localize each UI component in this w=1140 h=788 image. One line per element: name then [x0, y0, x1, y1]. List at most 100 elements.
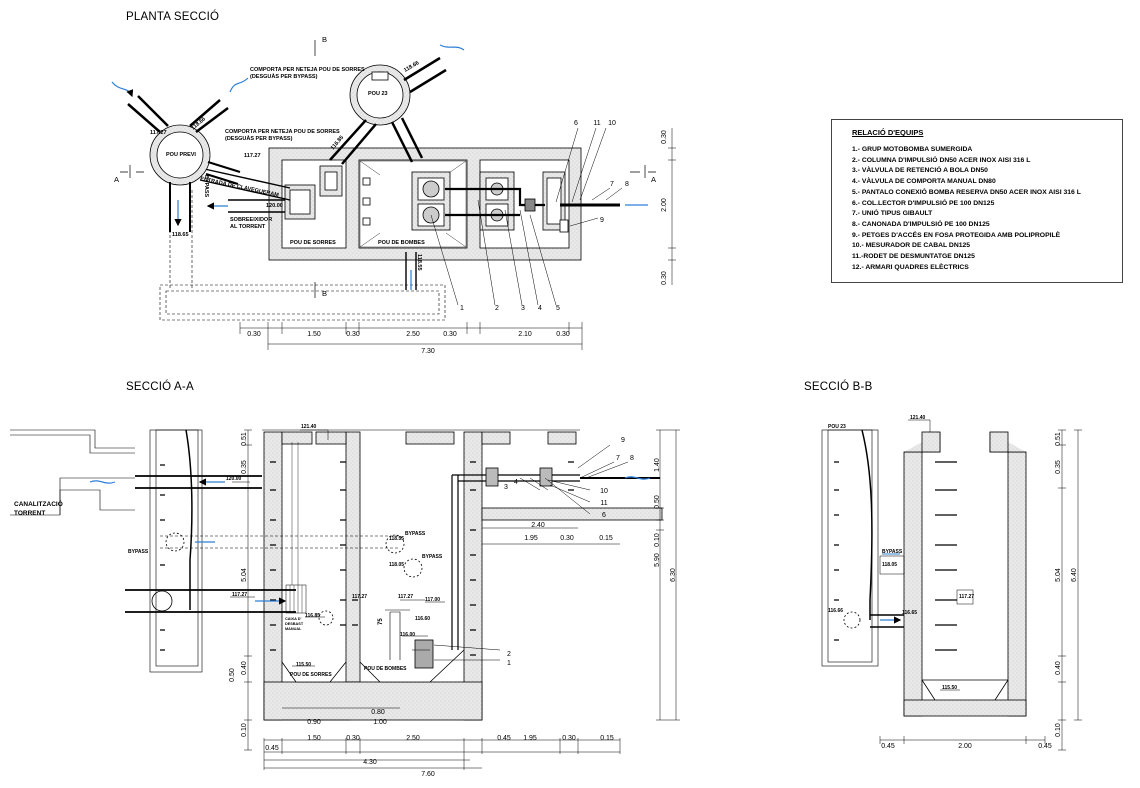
sec-b-dim: 0.45: [1038, 743, 1052, 750]
plan-callout: 8: [625, 181, 629, 188]
sec-a-level: 115.50: [296, 662, 311, 668]
sec-a-canalitzacio: CANALITZACIÓ: [14, 499, 63, 508]
sec-a-level: 120.00: [226, 476, 242, 482]
sec-a-caixa: DESBAST: [285, 622, 304, 626]
sec-b-dim: 6.40: [1071, 568, 1078, 582]
sec-a-dim: 1.95: [523, 735, 537, 742]
plan-label-comporta1: COMPORTA PER NETEJA POU DE SORRES: [250, 67, 365, 73]
sec-a-dim: 0.15: [599, 535, 613, 542]
sec-a-dim: 2.40: [531, 522, 545, 529]
sec-a-bypass: BYPASS: [422, 554, 443, 560]
section-marker-a: A: [114, 175, 119, 184]
legend-item: 3.- VÀLVULA DE RETENCIÓ A BOLA DN50: [852, 167, 988, 175]
sec-b-level: 118.05: [882, 562, 897, 568]
sec-a-dim: 0.90: [307, 719, 321, 726]
plan-dim: 1.50: [307, 331, 321, 338]
sec-a-dim: 0.35: [241, 460, 248, 474]
plan-label-entrada: ENTRADA DE CLAVEGUERAM: [200, 176, 280, 199]
plan-level: 118.55: [416, 254, 422, 271]
plan-callout: 1: [460, 305, 464, 312]
sec-a-dim: 4.30: [363, 759, 377, 766]
plan-callout: 10: [608, 120, 616, 127]
sec-a-callout: 11: [600, 500, 607, 507]
sec-a-dim: 7.60: [421, 771, 435, 778]
sec-a-callout: 6: [602, 512, 606, 519]
sec-a-callout: 1: [507, 660, 511, 667]
legend-item: 11.-RODET DE DESMUNTATGE DN125: [852, 253, 975, 261]
sec-b-dim: 0.40: [1055, 661, 1062, 675]
section-marker-b: B: [322, 289, 327, 298]
sec-b-level: 116.66: [828, 608, 843, 614]
plan-callout: 3: [521, 305, 525, 312]
plan-level: 118.65: [172, 232, 189, 238]
sec-a-pou-sorres: POU DE SORRES: [290, 672, 332, 678]
plan-callout: 2: [495, 305, 499, 312]
plan-label-comporta1b: (DESGUÀS PER BYPASS): [250, 73, 318, 80]
section-a-view: [10, 429, 680, 770]
plan-label-comporta2: COMPORTA PER NETEJA POU DE SORRES: [225, 129, 340, 135]
sec-a-torrent: TORRENT: [14, 510, 45, 517]
sec-a-dim: 2.50: [406, 735, 420, 742]
plan-dim: 2.50: [406, 331, 420, 338]
legend-item: 1.- GRUP MOTOBOMBA SUMERGIDA: [852, 146, 973, 153]
plan-label-bypass: BYPASS: [203, 175, 209, 198]
sec-a-level: 116.85: [305, 613, 320, 619]
plan-label-sobreeixidor: SOBREEIXIDOR: [230, 217, 272, 223]
plan-label-al-torrent: AL TORRENT: [230, 224, 266, 230]
sec-b-dim: 0.35: [1055, 460, 1062, 474]
sec-a-dim: 0.40: [241, 661, 248, 675]
sec-b-dim: 0.51: [1055, 432, 1062, 446]
legend-item: 12.- ARMARI QUADRES ELÈCTRICS: [852, 263, 969, 271]
sec-a-dim: 0.30: [560, 535, 574, 542]
plan-callout: 6: [574, 120, 578, 127]
sec-a-dim: 1.95: [524, 535, 538, 542]
sec-a-dim: 1.50: [307, 735, 321, 742]
legend-item: 7.- UNIÓ TIPUS GIBAULT: [852, 210, 933, 218]
sec-a-dim: 0.45: [497, 735, 511, 742]
sec-a-level: 118.05: [389, 562, 404, 568]
sec-a-callout: 10: [600, 488, 608, 495]
sec-a-pou-bombes: POU DE BOMBES: [364, 666, 407, 672]
sec-b-pou23: POU 23: [828, 424, 846, 430]
sec-a-dim: 0.51: [241, 432, 248, 446]
sec-b-level: 121.40: [910, 415, 926, 421]
sec-a-dim: 1.00: [373, 719, 387, 726]
sec-a-level: 121.40: [301, 424, 317, 430]
plan-level: 117.27: [244, 153, 261, 159]
legend-item: 8.- CANONADA D'IMPULSIÓ PE 100 DN125: [852, 220, 990, 228]
section-b-title: SECCIÓ B-B: [804, 381, 873, 393]
sec-a-dim: 0.30: [562, 735, 576, 742]
section-marker-b: B: [322, 35, 327, 44]
sec-a-callout: 9: [621, 437, 625, 444]
sec-a-callout: 7: [616, 455, 620, 462]
equipment-legend: RELACIÓ D'EQUIPS 1.- GRUP MOTOBOMBA SUME…: [831, 119, 1123, 283]
plan-dim: 0.30: [346, 331, 360, 338]
sec-b-level: 115.50: [942, 685, 957, 691]
sec-a-dim: 1.40: [654, 458, 661, 472]
section-b-view: [821, 419, 1082, 751]
plan-level: 120.00: [266, 203, 283, 209]
legend-item: 9.- PETGES D'ACCÉS EN FOSA PROTEGIDA AMB…: [852, 231, 1061, 239]
plan-view: [111, 40, 676, 350]
sec-a-level: 117.27: [232, 592, 247, 598]
plan-dim: 2.00: [661, 198, 668, 212]
sec-a-level: 117.27: [352, 594, 367, 600]
plan-label-pou-bombes: POU DE BOMBES: [378, 240, 425, 246]
sec-a-callout: 4: [514, 479, 518, 486]
sec-a-dim: 0.10: [241, 723, 248, 737]
sec-a-level: 116.00: [400, 632, 415, 638]
plan-callout: 7: [610, 181, 614, 188]
plan-dim: 0.30: [247, 331, 261, 338]
section-marker-a: A: [651, 175, 656, 184]
sec-a-bypass: BYPASS: [128, 549, 149, 555]
legend-item: 4.- VÀLVULA DE COMPORTA MANUAL DN80: [852, 178, 996, 186]
sec-b-dim: 2.00: [958, 743, 972, 750]
sec-a-callout: 8: [630, 455, 634, 462]
sec-a-dim: 0.80: [371, 709, 385, 716]
sec-b-bypass: BYPASS: [882, 549, 903, 555]
sec-b-dim: 0.10: [1055, 723, 1062, 737]
plan-label-comporta2b: (DESGUÀS PER BYPASS): [225, 135, 293, 142]
plan-dim-total: 7.30: [421, 348, 435, 355]
plan-callout: 5: [556, 305, 560, 312]
plan-callout: 4: [538, 305, 542, 312]
